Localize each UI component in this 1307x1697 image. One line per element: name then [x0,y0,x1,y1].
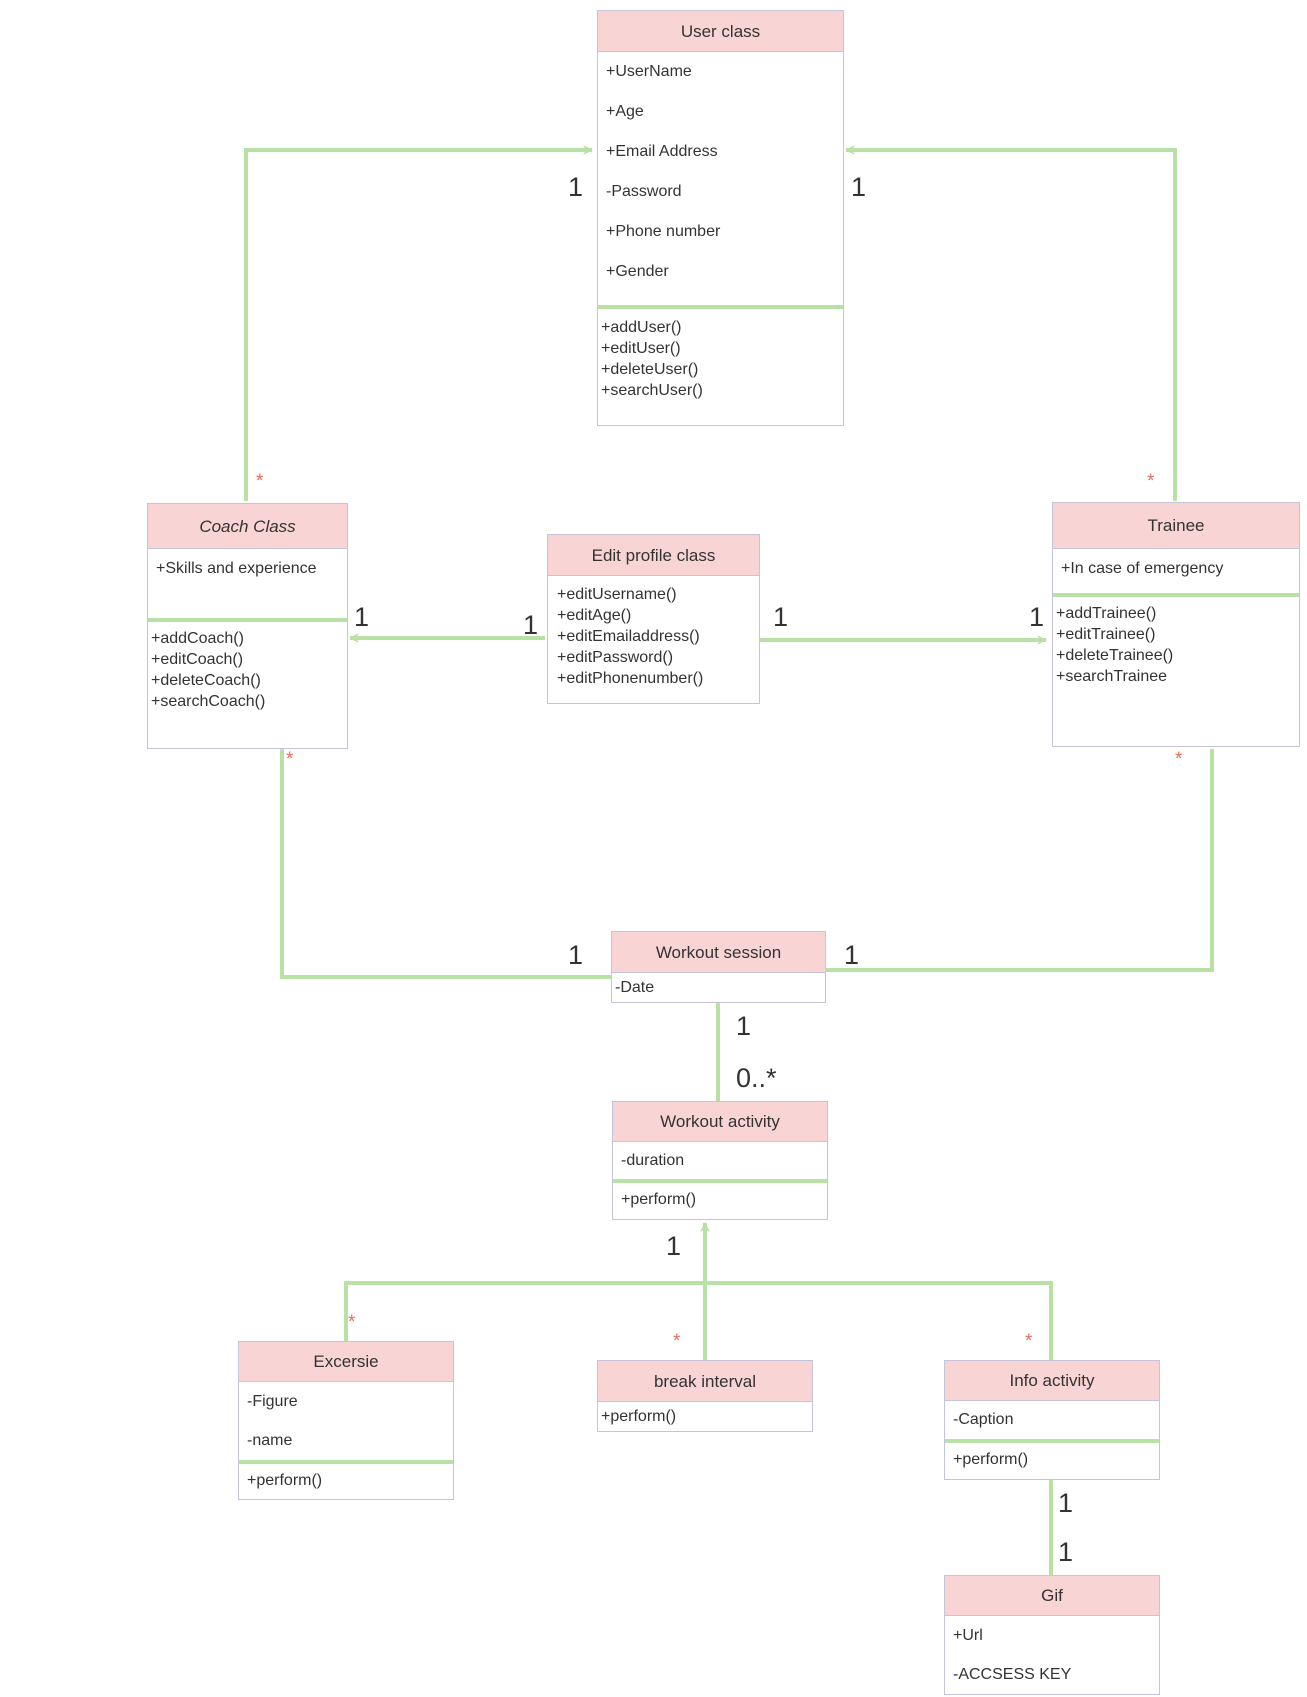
multiplicity-edit-trainee-edit: 1 [773,602,789,632]
multiplicity-coach-user-many: * [256,471,264,492]
user-attribute-password: -Password [606,183,682,200]
coach-method-search: +searchCoach() [151,693,266,710]
multiplicity-session-activity-many: 0..* [736,1063,777,1093]
trainee-class-title: Trainee [1053,503,1299,549]
coach-attribute-skills: +Skills and experience [156,560,317,577]
coach-class-title: Coach Class [148,504,347,549]
workout-activity-class-divider [613,1179,827,1183]
coach-class-box[interactable]: Coach Class +Skills and experience +addC… [147,503,348,749]
multiplicity-edit-coach-coach: 1 [354,602,370,632]
excersie-class-divider [239,1460,453,1464]
edit-profile-class-methods: +editUsername() +editAge() +editEmailadd… [548,576,759,689]
multiplicity-trainee-session-many: * [1175,749,1183,770]
user-attribute-email: +Email Address [606,143,718,160]
multiplicity-edit-coach-edit: 1 [523,610,539,640]
coach-method-delete: +deleteCoach() [151,672,261,689]
coach-class-divider [148,618,347,622]
trainee-class-box[interactable]: Trainee +In case of emergency +addTraine… [1052,502,1300,747]
connector-coach-session [280,749,611,979]
excersie-class-title: Excersie [239,1342,453,1382]
edit-profile-method-username: +editUsername() [557,586,677,603]
edit-profile-method-phone: +editPhonenumber() [557,670,704,687]
coach-method-add: +addCoach() [151,630,244,647]
gif-attribute-url: +Url [953,1627,983,1644]
connector-activity-children-bar [344,1281,1053,1360]
trainee-class-attributes: +In case of emergency [1053,549,1299,593]
multiplicity-coach-session-many: * [286,749,294,770]
gif-attribute-access-key: -ACCSESS KEY [953,1666,1072,1683]
multiplicity-coach-user-one: 1 [568,172,584,202]
edit-profile-class-title: Edit profile class [548,535,759,576]
user-class-attributes: +UserName +Age +Email Address -Password … [598,52,843,305]
workout-activity-class-box[interactable]: Workout activity -duration +perform() [612,1101,828,1220]
connector-coach-user [244,145,593,501]
workout-activity-method-perform: +perform() [621,1191,697,1208]
multiplicity-edit-trainee-trainee: 1 [1029,602,1045,632]
edit-profile-method-email: +editEmailaddress() [557,628,700,645]
multiplicity-excersie-many: * [348,1312,356,1333]
excersie-attribute-name: -name [247,1432,293,1449]
workout-session-class-box[interactable]: Workout session -Date [611,931,826,1003]
multiplicity-activity-children-one: 1 [666,1231,682,1261]
user-attribute-gender: +Gender [606,263,669,280]
trainee-class-methods: +addTrainee() +editTrainee() +deleteTrai… [1053,597,1299,687]
connector-trainee-user [845,145,1177,501]
workout-activity-class-title: Workout activity [613,1102,827,1142]
user-method-add: +addUser() [601,319,682,336]
break-interval-method-perform: +perform() [601,1408,677,1425]
workout-session-class-title: Workout session [612,932,825,973]
coach-method-edit: +editCoach() [151,651,244,668]
multiplicity-break-many: * [673,1331,681,1352]
user-method-search: +searchUser() [601,382,703,399]
multiplicity-info-gif-one-a: 1 [1058,1488,1074,1518]
user-class-title: User class [598,11,843,52]
gif-class-box[interactable]: Gif +Url -ACCSESS KEY [944,1575,1160,1695]
multiplicity-info-gif-one-b: 1 [1058,1537,1074,1567]
user-class-methods: +addUser() +editUser() +deleteUser() +se… [598,309,843,401]
workout-activity-attribute-duration: -duration [621,1152,685,1169]
connector-trainee-session [826,749,1214,972]
user-attribute-phone: +Phone number [606,223,721,240]
excersie-attribute-figure: -Figure [247,1393,298,1410]
excersie-class-box[interactable]: Excersie -Figure -name +perform() [238,1341,454,1500]
info-activity-method-perform: +perform() [953,1451,1029,1468]
break-interval-class-title: break interval [598,1361,812,1402]
coach-class-attributes: +Skills and experience [148,549,347,618]
multiplicity-session-trainee-one: 1 [844,940,860,970]
coach-class-methods: +addCoach() +editCoach() +deleteCoach() … [148,622,347,712]
edit-profile-method-age: +editAge() [557,607,632,624]
user-method-delete: +deleteUser() [601,361,699,378]
info-activity-class-title: Info activity [945,1361,1159,1401]
edit-profile-method-password: +editPassword() [557,649,674,666]
trainee-method-add: +addTrainee() [1056,605,1157,622]
user-class-divider [598,305,843,309]
info-activity-attribute-caption: -Caption [953,1411,1014,1428]
info-activity-class-box[interactable]: Info activity -Caption +perform() [944,1360,1160,1480]
trainee-attribute-emergency: +In case of emergency [1061,560,1224,577]
multiplicity-session-activity-one: 1 [736,1011,752,1041]
user-attribute-age: +Age [606,103,644,120]
trainee-method-delete: +deleteTrainee() [1056,647,1174,664]
user-method-edit: +editUser() [601,340,681,357]
multiplicity-session-coach-one: 1 [568,940,584,970]
multiplicity-trainee-user-many: * [1147,471,1155,492]
excersie-method-perform: +perform() [247,1472,323,1489]
gif-class-title: Gif [945,1576,1159,1616]
workout-session-attribute-date: -Date [615,979,655,996]
user-attribute-username: +UserName [606,63,692,80]
user-class-box[interactable]: User class +UserName +Age +Email Address… [597,10,844,426]
multiplicity-info-many: * [1025,1331,1033,1352]
edit-profile-class-box[interactable]: Edit profile class +editUsername() +edit… [547,534,760,704]
trainee-class-divider [1053,593,1299,597]
break-interval-class-box[interactable]: break interval +perform() [597,1360,813,1432]
info-activity-class-divider [945,1439,1159,1443]
trainee-method-search: +searchTrainee [1056,668,1168,685]
multiplicity-trainee-user-one: 1 [851,172,867,202]
trainee-method-edit: +editTrainee() [1056,626,1156,643]
